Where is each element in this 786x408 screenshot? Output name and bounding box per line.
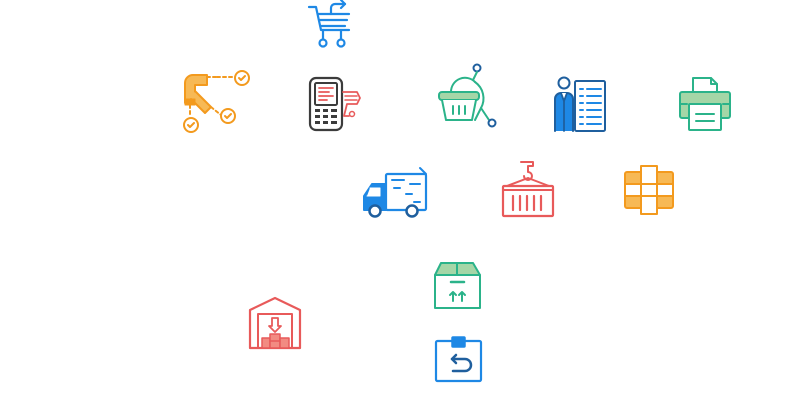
fragile-package-tape-icon bbox=[623, 164, 677, 218]
pos-payment-terminal-icon bbox=[307, 76, 365, 132]
printer-icon bbox=[679, 76, 731, 132]
warehouse-inbound-icon bbox=[248, 296, 304, 352]
shopping-cart-return-icon bbox=[307, 0, 359, 50]
box-return-icon bbox=[434, 335, 484, 383]
supply-chain-flow-icon bbox=[181, 69, 253, 135]
inventory-manager-checklist-icon bbox=[553, 75, 609, 135]
delivery-truck-icon bbox=[362, 166, 428, 220]
basket-network-icon bbox=[437, 63, 499, 130]
open-box-this-side-up-icon bbox=[433, 261, 483, 311]
shipping-container-crane-icon bbox=[501, 160, 557, 218]
